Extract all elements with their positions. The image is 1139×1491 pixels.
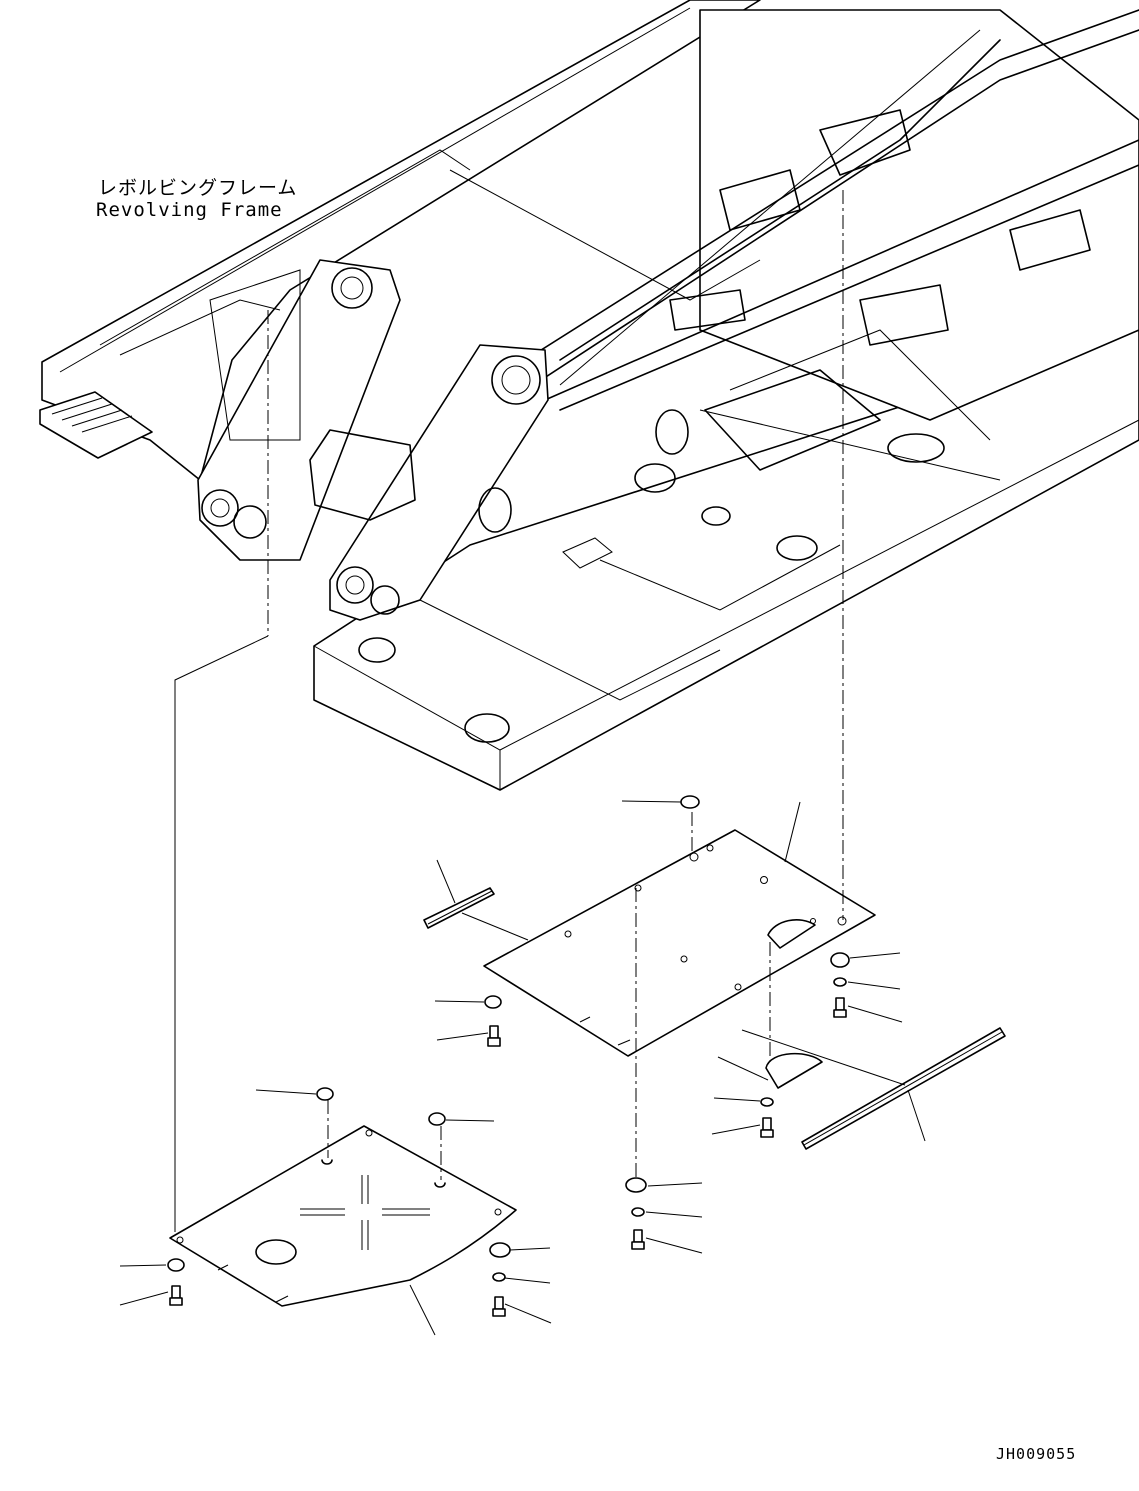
washer bbox=[428, 1112, 446, 1126]
washer bbox=[167, 1258, 185, 1272]
bolt bbox=[633, 1229, 643, 1243]
upper-plate-cutout bbox=[767, 919, 816, 949]
frame-label-english: Revolving Frame bbox=[96, 199, 283, 221]
callout-leaders bbox=[119, 800, 926, 1336]
small-cover bbox=[765, 1052, 823, 1089]
undercover-plate-lower bbox=[169, 1125, 517, 1307]
lower-plate-hole bbox=[255, 1239, 297, 1265]
bolt bbox=[762, 1117, 772, 1131]
bolt bbox=[494, 1296, 504, 1310]
washer bbox=[830, 952, 850, 968]
undercover-plate-upper bbox=[483, 829, 876, 1057]
washer bbox=[316, 1087, 334, 1101]
frame-left-deck bbox=[41, 0, 761, 481]
washer bbox=[625, 1177, 647, 1193]
frame-bottom-slab bbox=[313, 329, 1139, 791]
drawing-id: JH009055 bbox=[996, 1445, 1077, 1463]
bolt bbox=[489, 1025, 499, 1039]
washer bbox=[484, 995, 502, 1009]
washer bbox=[680, 795, 700, 809]
bolt bbox=[171, 1285, 181, 1299]
upper-undercover-assembly bbox=[423, 795, 1006, 1250]
lower-undercover-assembly bbox=[167, 1087, 517, 1317]
lock-washer bbox=[760, 1097, 774, 1107]
lock-washer bbox=[492, 1272, 506, 1282]
washer bbox=[489, 1242, 511, 1258]
revolving-frame bbox=[39, 0, 1139, 791]
frame-right-deck bbox=[699, 9, 1139, 421]
lock-washer bbox=[833, 977, 847, 987]
alignment-lines bbox=[174, 190, 906, 1232]
lock-washer bbox=[631, 1207, 645, 1217]
bolt bbox=[835, 997, 845, 1011]
frame-label-japanese: レボルビングフレーム bbox=[98, 177, 298, 199]
boom-bracket-right bbox=[329, 344, 549, 621]
boom-bracket-left bbox=[197, 259, 401, 561]
